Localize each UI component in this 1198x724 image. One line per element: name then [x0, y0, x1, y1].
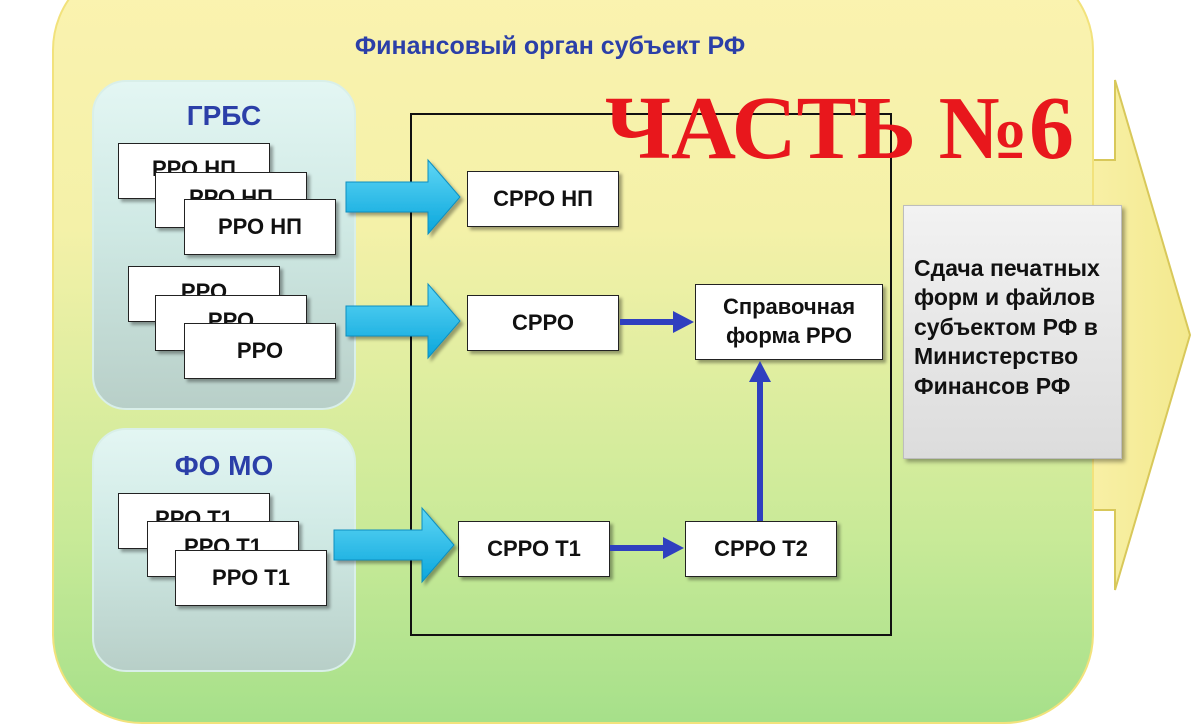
flow-arrows — [333, 158, 771, 584]
document-rro-np-3: РРО НП — [184, 199, 336, 255]
result-text: Сдача печатных форм и файлов субъектом Р… — [914, 255, 1100, 399]
fat-arrow-t1 — [333, 506, 455, 584]
consolidation-frame — [410, 113, 892, 636]
document-rro-3: РРО — [184, 323, 336, 379]
node-srro-t2: СРРО Т2 — [685, 521, 837, 577]
fat-arrow-rro — [345, 282, 461, 360]
grbs-title: ГРБС — [186, 100, 262, 131]
arrow-srro-to-reference — [620, 311, 694, 333]
node-reference-form: Справочная форма РРО — [695, 284, 883, 360]
arrow-t2-to-reference — [749, 361, 771, 521]
arrow-t1-to-t2 — [610, 537, 684, 559]
panel-title: Финансовый орган субъект РФ — [354, 32, 746, 60]
document-rro-t1-3: РРО Т1 — [175, 550, 327, 606]
node-srro-t1: СРРО Т1 — [458, 521, 610, 577]
node-srro-np: СРРО НП — [467, 171, 619, 227]
node-srro: СРРО — [467, 295, 619, 351]
result-box — [903, 205, 1122, 459]
fat-arrow-np — [345, 158, 461, 236]
fomo-title: ФО МО — [174, 450, 274, 481]
part-number-overlay: ЧАСТЬ №6 — [605, 79, 1075, 178]
